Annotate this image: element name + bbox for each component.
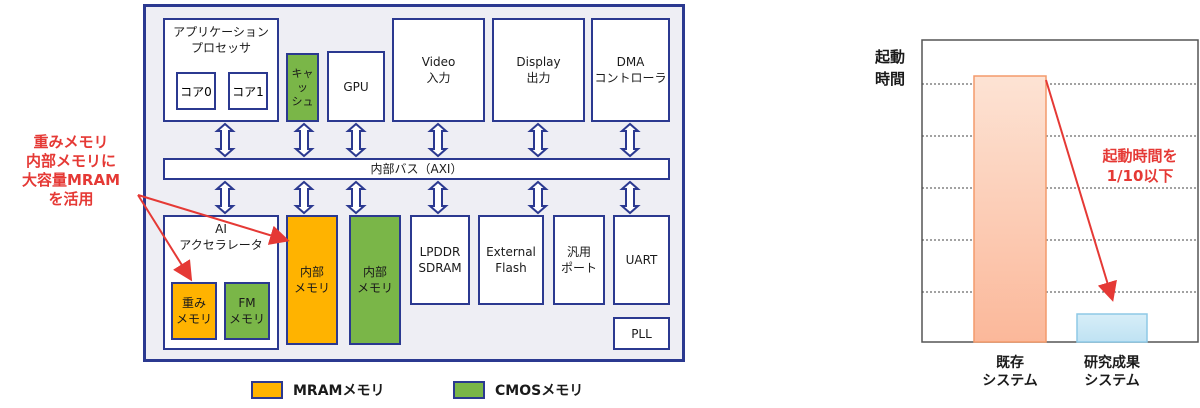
bus-connection-arrow [345,122,367,158]
legend-cmos-swatch [453,381,485,399]
gpu-label: GPU [343,79,369,94]
internal-memory-cmos-label: 内部 メモリ [356,265,393,295]
bus-connection-arrow [619,122,641,158]
chart-plot-area [921,39,1199,343]
video-input-label: Video 入力 [421,55,456,85]
bus-connection-arrow [619,180,641,215]
general-port-label: 汎用 ポート [560,245,597,275]
chart-ylabel: 起動 時間 [874,48,905,88]
bus-connection-arrow [345,180,367,215]
general-port-block: 汎用 ポート [553,215,605,305]
core0-label: コア0 [180,84,212,99]
internal-memory-cmos-block: 内部 メモリ [349,215,401,345]
legend-mram-label: MRAMメモリ [293,383,385,399]
bus-connection-arrow [527,122,549,158]
internal-memory-mram-block: 内部 メモリ [286,215,338,345]
pll-block: PLL [613,317,670,350]
dma-controller-block: DMA コントローラ [591,18,670,122]
external-flash-label: External Flash [486,245,536,275]
video-input-block: Video 入力 [392,18,485,122]
fm-memory-label: FM メモリ [228,296,265,326]
lpddr-sdram-label: LPDDR SDRAM [418,245,462,275]
app-processor-label: アプリケーション プロセッサ [173,25,269,55]
chart-gridlines [922,83,1198,293]
bus-connection-arrow [527,180,549,215]
weight-memory-block: 重み メモリ [171,282,217,340]
bus-arrows [214,122,641,215]
lpddr-sdram-block: LPDDR SDRAM [410,215,470,305]
legend-cmos-label: CMOSメモリ [495,383,584,399]
display-output-block: Display 出力 [492,18,585,122]
annotation-arrow-internal [137,194,290,245]
fm-memory-block: FM メモリ [224,282,270,340]
gpu-block: GPU [327,51,385,122]
cache-label: キャッ シュ [291,66,314,108]
bus-connection-arrow [293,122,315,158]
bus-connection-arrow [214,180,236,215]
core1-block: コア1 [228,72,268,110]
internal-bus: 内部バス（AXI） [163,158,670,180]
bar-label-research: 研究成果 システム [1084,355,1140,389]
core1-label: コア1 [232,84,264,99]
annotation-arrow-weight [137,194,193,282]
bar-existing-system [973,75,1047,343]
uart-label: UART [625,253,658,267]
chart-annotation: 起動時間を 1/10以下 [1102,147,1178,185]
bus-connection-arrow [214,122,236,158]
internal-bus-label: 内部バス（AXI） [370,162,463,176]
cache-block: キャッ シュ [286,53,319,122]
pll-label: PLL [631,326,652,341]
bus-connection-arrow [427,122,449,158]
external-flash-block: External Flash [478,215,544,305]
display-output-label: Display 出力 [516,55,561,85]
dma-controller-label: DMA コントローラ [594,55,667,85]
bus-connection-arrow [293,180,315,215]
chart-reduction-arrow [1045,79,1117,302]
core0-block: コア0 [176,72,216,110]
bar-research-system [1076,313,1148,343]
legend-mram-swatch [251,381,283,399]
weight-memory-label: 重み メモリ [175,296,212,326]
ai-accelerator-label: AI アクセラレータ [179,222,263,252]
internal-memory-mram-label: 内部 メモリ [293,265,330,295]
bar-label-existing: 既存 システム [982,355,1038,389]
bus-connection-arrow [427,180,449,215]
annotation-weight-memory: 重みメモリ 内部メモリに 大容量MRAM を活用 [21,133,120,208]
uart-block: UART [613,215,670,305]
